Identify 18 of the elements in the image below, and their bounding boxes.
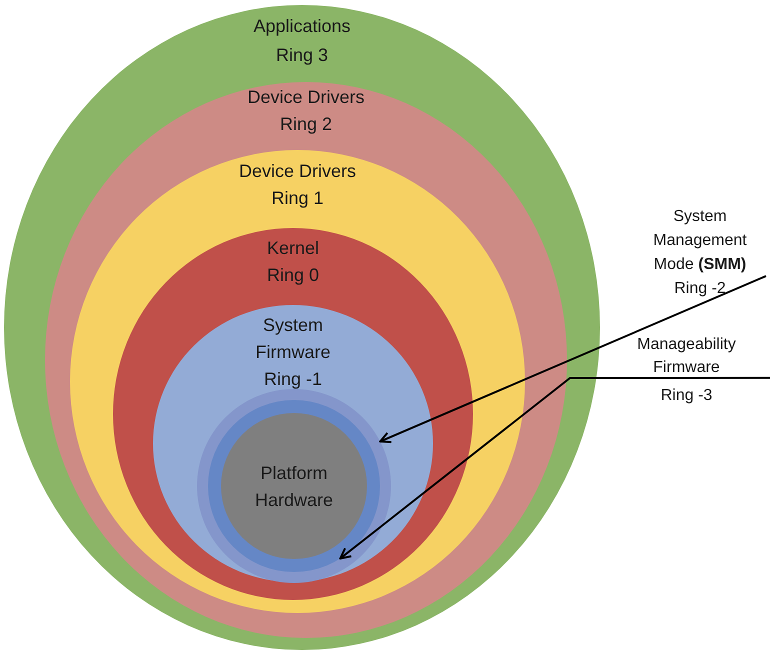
layer-name: Kernel (266, 237, 320, 260)
leader-arrow (379, 275, 766, 444)
layer-name: System Management Mode (SMM) (652, 207, 748, 275)
layer-name: Platform Hardware (254, 462, 334, 512)
ring-label: Ring 3 (276, 44, 328, 67)
layer-name: Device Drivers (247, 86, 365, 109)
ring-label: Ring -1 (264, 368, 322, 391)
ring-label: Ring -2 (674, 279, 726, 299)
leader-arrow (339, 376, 770, 560)
layer-name: System Firmware (254, 314, 332, 364)
ring-label: Ring 0 (266, 264, 320, 287)
ring-label: Ring 1 (271, 187, 324, 210)
ring-label: Ring -3 (660, 386, 712, 406)
core-circle (221, 413, 367, 559)
layer-name: Applications (253, 15, 351, 38)
ring-label: Ring 2 (280, 113, 332, 136)
layer-name: Device Drivers (238, 160, 356, 183)
layer-name: Manageability Firmware (636, 335, 737, 378)
